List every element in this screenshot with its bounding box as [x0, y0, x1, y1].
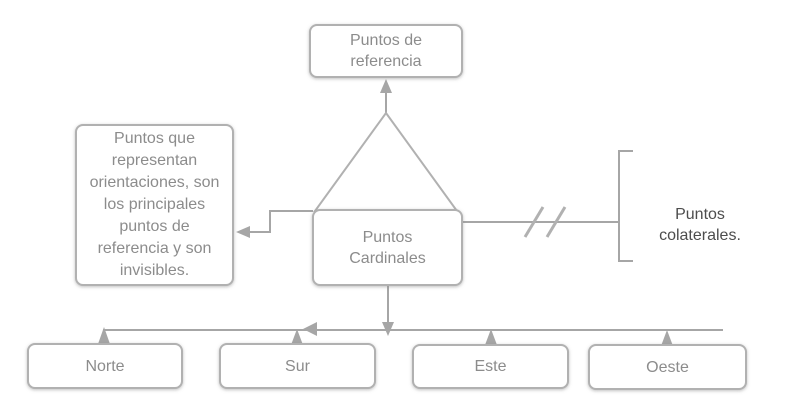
node-norte[interactable]: Norte — [27, 343, 183, 389]
arrow-up-icon — [380, 79, 392, 93]
node-label: Este — [474, 358, 507, 375]
node-label: Oeste — [646, 358, 689, 376]
arrow-left-icon — [236, 226, 250, 238]
arrow-left-icon — [303, 322, 317, 336]
node-label: Puntos Cardinales — [349, 228, 426, 267]
node-puntos-cardinales[interactable]: Puntos Cardinales — [312, 209, 463, 286]
side-label-text: Puntos colaterales. — [659, 206, 741, 244]
node-label: Sur — [285, 357, 310, 375]
node-oeste[interactable]: Oeste — [588, 344, 747, 390]
double-slash-mark-icon — [545, 206, 567, 238]
connector-to-description — [249, 210, 313, 233]
stub-este — [485, 329, 497, 345]
node-label: Norte — [85, 357, 125, 375]
stub-oeste — [661, 330, 673, 346]
node-description[interactable]: Puntos que representan orientaciones, so… — [75, 124, 234, 286]
label-puntos-colaterales: Puntos colaterales. — [642, 183, 758, 246]
node-label: Puntos que representan orientaciones, so… — [89, 130, 220, 279]
triangle-shape — [313, 111, 459, 212]
node-este[interactable]: Este — [412, 344, 569, 389]
stub-sur — [291, 329, 303, 345]
node-label: Puntos de referencia — [349, 32, 423, 70]
node-puntos-de-referencia[interactable]: Puntos de referencia — [309, 24, 463, 78]
stub-norte — [98, 327, 110, 344]
double-slash-mark-icon — [523, 206, 545, 238]
bracket-icon — [618, 150, 633, 262]
node-sur[interactable]: Sur — [219, 343, 376, 389]
